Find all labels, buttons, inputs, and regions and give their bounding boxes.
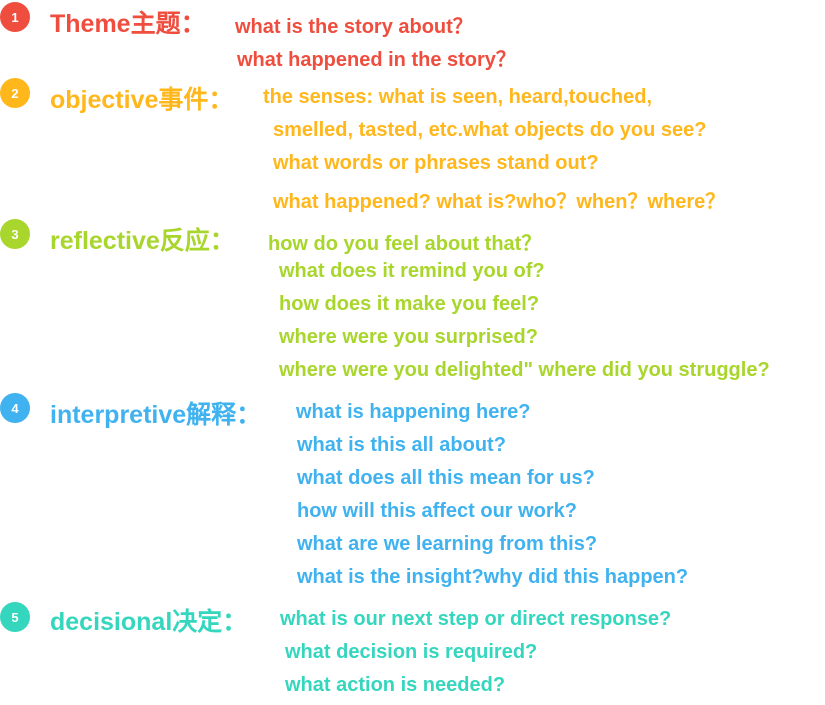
objective-line-4: what happened? what is?who？when？where？ bbox=[273, 191, 726, 213]
interpretive-line-1: what is happening here? bbox=[296, 401, 531, 423]
reflective-line-3: how does it make you feel? bbox=[279, 293, 540, 315]
decisional-line-2: what decision is required? bbox=[285, 641, 538, 663]
reflective-heading: reflective反应： bbox=[50, 227, 235, 255]
reflective-line-5: where were you delighted" where did you … bbox=[279, 359, 770, 381]
number-badge-4: 4 bbox=[0, 393, 30, 423]
objective-line-2: smelled, tasted, etc.what objects do you… bbox=[273, 119, 707, 141]
reflective-line-4: where were you surprised? bbox=[279, 326, 538, 348]
number-badge-3: 3 bbox=[0, 219, 30, 249]
objective-heading: objective事件： bbox=[50, 86, 234, 114]
reflective-line-1: how do you feel about that？ bbox=[268, 233, 542, 255]
number-badge-2: 2 bbox=[0, 78, 30, 108]
interpretive-line-3: what does all this mean for us? bbox=[297, 467, 595, 489]
reflective-line-2: what does it remind you of? bbox=[279, 260, 545, 282]
interpretive-line-6: what is the insight?why did this happen? bbox=[297, 566, 689, 588]
interpretive-line-2: what is this all about? bbox=[297, 434, 506, 456]
objective-line-3: what words or phrases stand out? bbox=[273, 152, 599, 174]
objective-line-1: the senses: what is seen, heard,touched, bbox=[263, 86, 653, 108]
number-badge-5: 5 bbox=[0, 602, 30, 632]
theme-line-2: what happened in the story？ bbox=[237, 49, 516, 71]
decisional-heading: decisional决定： bbox=[50, 608, 248, 636]
theme-line-1: what is the story about？ bbox=[235, 16, 473, 38]
theme-heading: Theme主题： bbox=[50, 10, 206, 38]
interpretive-line-5: what are we learning from this? bbox=[297, 533, 598, 555]
decisional-line-1: what is our next step or direct response… bbox=[280, 608, 672, 630]
number-badge-1: 1 bbox=[0, 2, 30, 32]
interpretive-heading: interpretive解释： bbox=[50, 401, 262, 429]
decisional-line-3: what action is needed? bbox=[285, 674, 506, 696]
interpretive-line-4: how will this affect our work? bbox=[297, 500, 578, 522]
